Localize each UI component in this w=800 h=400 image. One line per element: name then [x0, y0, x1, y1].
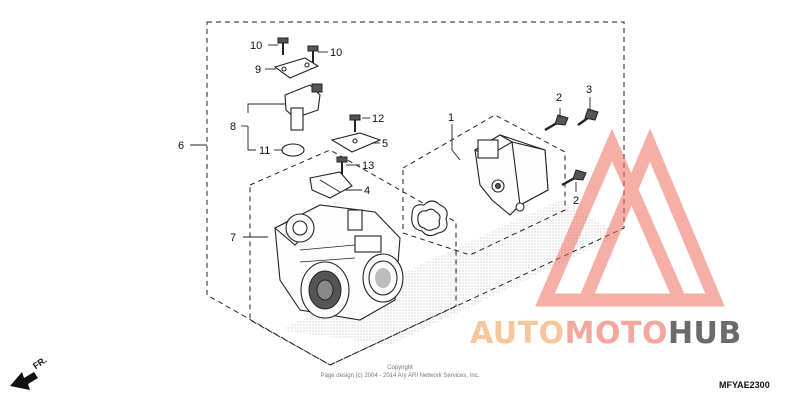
watermark-auto: AUTO: [470, 316, 565, 351]
callout-4: 4: [364, 185, 370, 197]
throttle-body-outline: [249, 149, 457, 366]
copyright-notice: Copyright Page design (c) 2004 - 2014 Ar…: [300, 364, 500, 380]
clamp-plate-part-5[interactable]: [330, 132, 382, 153]
callout-3: 3: [586, 84, 592, 96]
bolt-2-lower[interactable]: [561, 169, 587, 187]
watermark-hub: HUB: [667, 316, 742, 351]
sensor-part-8[interactable]: [284, 83, 323, 131]
bracket-part-9[interactable]: [273, 57, 320, 79]
callout-2-lower: 2: [573, 195, 579, 207]
callout-10-right: 10: [330, 47, 342, 59]
clip-part-4[interactable]: [309, 171, 353, 199]
callout-10-left: 10: [250, 40, 262, 52]
watermark-triangle-icon: [535, 128, 725, 307]
callout-11: 11: [259, 145, 270, 157]
sensor-part-1[interactable]: [473, 134, 549, 216]
assembly-outline: [206, 21, 625, 366]
front-direction-arrow-icon: [10, 372, 38, 390]
copyright-line-2: Page design (c) 2004 - 2014 Ary ARI Netw…: [320, 373, 480, 379]
bolt-10-right[interactable]: [307, 45, 319, 63]
callout-2-upper: 2: [556, 92, 562, 104]
bolt-part-12[interactable]: [349, 114, 361, 132]
callout-8: 8: [230, 121, 236, 133]
copyright-line-1: Copyright: [387, 365, 413, 371]
callout-13: 13: [362, 160, 374, 172]
screw-part-13[interactable]: [336, 156, 348, 175]
bolt-2-upper[interactable]: [544, 114, 569, 132]
diagram-code: MFYAE2300: [719, 380, 770, 390]
sensor-outline: [402, 114, 566, 256]
watermark-moto: MOTO: [564, 316, 668, 351]
bolt-10-left[interactable]: [277, 37, 289, 55]
o-ring-part-11[interactable]: [281, 143, 305, 157]
callout-1: 1: [448, 112, 454, 124]
watermark-logo: AUTOMOTOHUB: [470, 316, 742, 351]
throttle-body-part-7[interactable]: [274, 204, 404, 321]
callout-5: 5: [382, 138, 388, 150]
callout-12: 12: [372, 113, 384, 125]
leader-lines: [190, 44, 591, 238]
callout-7: 7: [230, 232, 236, 244]
sensor-gasket[interactable]: [411, 200, 448, 237]
callout-6: 6: [178, 140, 184, 152]
callout-9: 9: [255, 64, 261, 76]
screw-part-3[interactable]: [577, 108, 599, 126]
